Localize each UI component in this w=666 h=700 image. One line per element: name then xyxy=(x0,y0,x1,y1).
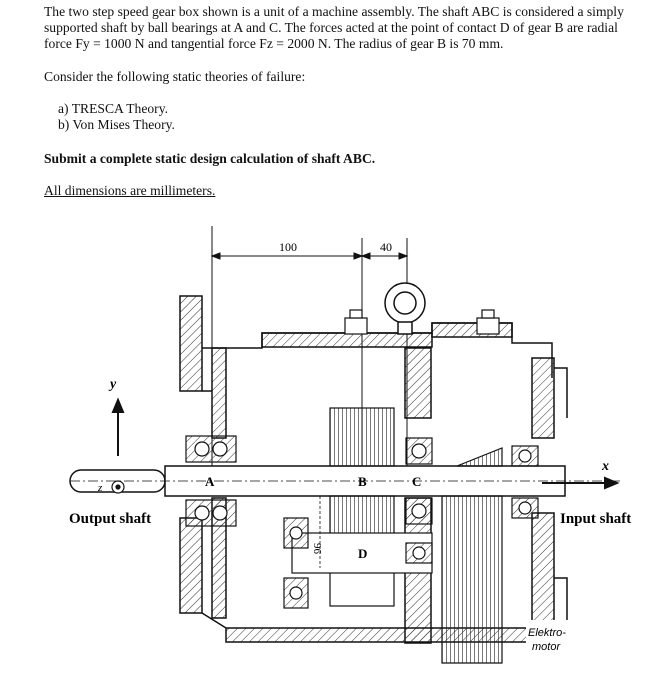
theory-item-von-mises: b) Von Mises Theory. xyxy=(58,117,175,132)
y-axis-label: y xyxy=(108,377,117,392)
gearbox-drawing: 100 40 xyxy=(62,218,652,696)
dimension-96-label: 96 xyxy=(311,543,323,555)
input-shaft-label: Input shaft xyxy=(560,511,631,527)
x-axis-arrow xyxy=(542,476,620,490)
dimensions-note: All dimensions are millimeters. xyxy=(44,183,216,198)
problem-statement-line-1: The two step speed gear box shown is a u… xyxy=(44,4,624,19)
theory-item-tresca: a) TRESCA Theory. xyxy=(58,101,169,116)
problem-statement-line-2: supported shaft by ball bearings at A an… xyxy=(44,20,618,35)
motor-label-box xyxy=(526,620,576,656)
dimension-40-label: 40 xyxy=(380,240,392,254)
input-shaft-bearing xyxy=(511,445,539,519)
output-shaft-label: Output shaft xyxy=(69,511,151,527)
point-b-label: B xyxy=(358,474,367,489)
problem-statement-line-3: force Fy = 1000 N and tangential force F… xyxy=(44,36,504,51)
motor-label-line-2: motor xyxy=(532,641,561,653)
task-instruction: Submit a complete static design calculat… xyxy=(44,151,376,166)
point-d-label: D xyxy=(358,546,367,561)
x-axis-label: x xyxy=(601,459,609,474)
bearing-c xyxy=(405,437,433,525)
z-axis-symbol xyxy=(111,480,125,494)
point-c-label: C xyxy=(412,474,421,489)
bearing-a xyxy=(185,435,237,527)
point-a-label: A xyxy=(205,474,215,489)
housing-bolts xyxy=(344,309,500,335)
lifting-eye xyxy=(384,282,426,335)
z-axis-label: z xyxy=(97,482,103,494)
y-axis-arrow xyxy=(111,397,125,456)
motor-label-line-1: Elektro- xyxy=(528,627,566,639)
countershaft xyxy=(283,517,433,609)
input-gear xyxy=(441,447,503,664)
gear-b xyxy=(329,407,395,607)
dimension-100-label: 100 xyxy=(279,240,297,254)
theories-intro: Consider the following static theories o… xyxy=(44,69,306,84)
shaft-abc xyxy=(69,465,622,497)
